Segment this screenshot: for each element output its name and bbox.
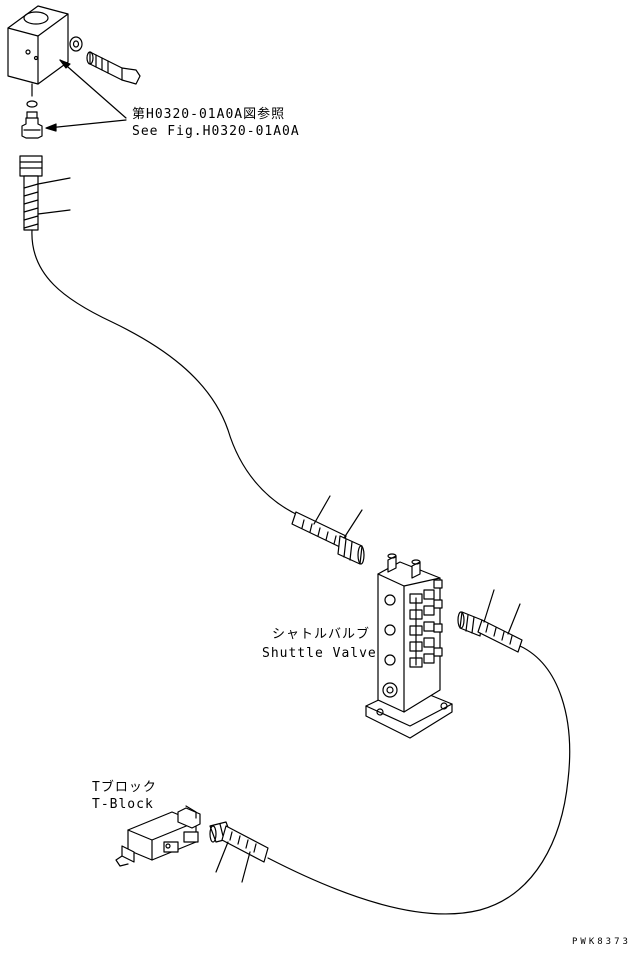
adapter-fitting: [21, 111, 43, 139]
hose-line-2: [267, 645, 571, 915]
o-ring: [26, 100, 38, 108]
hose-upper-end: [19, 155, 71, 231]
valve-block: [7, 5, 69, 97]
washer: [69, 36, 83, 52]
shuttle-valve-label-en: Shuttle Valve: [262, 646, 377, 661]
shuttle-valve: [365, 553, 453, 739]
hose-middle-fitting: [291, 495, 365, 565]
reference-note-en: See Fig.H0320-01A0A: [132, 124, 300, 139]
bolt: [86, 51, 141, 85]
hose-line-1: [31, 229, 301, 517]
t-block: [115, 805, 201, 867]
t-block-label-jp: Tブロック: [92, 780, 157, 795]
hose-lower-fitting: [209, 821, 269, 883]
t-block-label-en: T-Block: [92, 797, 154, 812]
hose-right-fitting: [457, 589, 523, 653]
shuttle-valve-label-jp: シャトルバルブ: [272, 627, 371, 642]
reference-note-jp: 第H0320-01A0A図参照: [132, 107, 286, 122]
reference-leaders: [45, 59, 127, 132]
drawing-code: PWK8373: [572, 937, 631, 947]
